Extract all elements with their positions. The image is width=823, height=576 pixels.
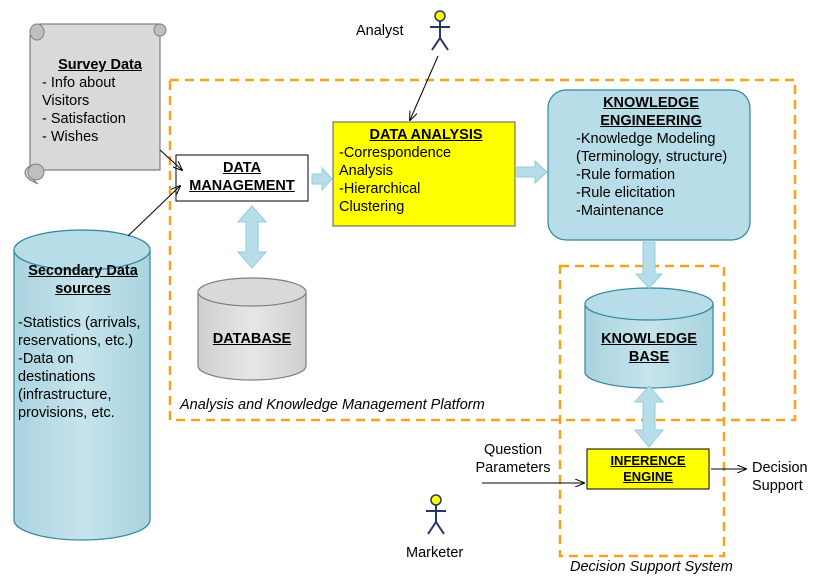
data-management-label: DATA MANAGEMENT [176, 159, 308, 195]
secondary-line: destinations [18, 369, 96, 385]
analyst-figure-icon [430, 10, 450, 51]
secondary-line: reservations, etc.) [18, 333, 134, 349]
question-parameters-label: Question Parameters [470, 441, 556, 477]
data-analysis-label: DATA ANALYSIS -Correspondence Analysis -… [339, 126, 513, 216]
decision-support-line: Decision [752, 460, 808, 476]
question-parameters-line: Parameters [475, 460, 551, 476]
secondary-data-block: Secondary Data sources -Statistics (arri… [18, 262, 148, 422]
database-title: DATABASE [212, 331, 292, 347]
survey-line: - Info about [42, 75, 116, 91]
secondary-line: -Statistics (arrivals, [18, 315, 141, 331]
secondary-line: -Data on [18, 351, 74, 367]
question-parameters-line: Question [483, 442, 543, 458]
survey-line: - Wishes [42, 129, 99, 145]
knowledge-engineering-title: KNOWLEDGE [603, 95, 699, 111]
arrow-ke-to-kb [634, 241, 664, 289]
data-analysis-title: DATA ANALYSIS [369, 127, 483, 143]
knowledge-engineering-line: -Maintenance [576, 203, 664, 219]
knowledge-base-cylinder [584, 287, 714, 389]
data-analysis-box [332, 121, 516, 227]
knowledge-base-title: KNOWLEDGE [601, 331, 697, 347]
knowledge-engineering-box [547, 89, 751, 241]
data-analysis-line: Analysis [339, 163, 393, 179]
knowledge-engineering-line: -Knowledge Modeling [576, 131, 716, 147]
secondary-line: (infrastructure, [18, 387, 112, 403]
arrow-da-to-ke [516, 159, 548, 185]
knowledge-engineering-line: -Rule elicitation [576, 185, 676, 201]
knowledge-engineering-line: -Rule formation [576, 167, 676, 183]
marketer-label: Marketer [406, 545, 464, 561]
secondary-data-title: Secondary Data [28, 263, 138, 279]
survey-line: - Satisfaction [42, 111, 126, 127]
platform-region [168, 78, 797, 422]
decision-support-output-label: Decision Support [752, 459, 808, 495]
line-survey-to-dm [159, 149, 182, 170]
dss-label: Decision Support System [570, 559, 733, 575]
secondary-data-cylinder [13, 229, 151, 541]
arrow-kb-ie [633, 385, 665, 448]
platform-label: Analysis and Knowledge Management Platfo… [180, 397, 485, 413]
knowledge-engineering-title: ENGINEERING [600, 113, 702, 129]
inference-engine-title: ENGINE [623, 469, 673, 484]
inference-engine-label: INFERENCE ENGINE [587, 453, 709, 485]
survey-scroll-shape [24, 23, 167, 185]
survey-line: Visitors [42, 93, 90, 109]
survey-data-block: Survey Data - Info about Visitors - Sati… [42, 56, 158, 146]
inference-engine-box [586, 448, 710, 490]
data-analysis-line: -Correspondence [339, 145, 452, 161]
line-analyst-to-da [410, 55, 439, 120]
survey-data-title: Survey Data [58, 57, 142, 73]
database-cylinder [197, 277, 307, 381]
line-secondary-to-dm [127, 186, 180, 237]
knowledge-engineering-label: KNOWLEDGE ENGINEERING -Knowledge Modelin… [556, 94, 746, 220]
arrow-dm-db [236, 205, 268, 269]
marketer-figure-icon [426, 494, 446, 535]
data-management-box [175, 154, 309, 202]
knowledge-base-title: BASE [628, 349, 670, 365]
decision-support-line: Support [752, 478, 803, 494]
secondary-data-title: sources [55, 281, 111, 297]
dss-region [558, 264, 726, 558]
knowledge-base-label: KNOWLEDGE BASE [585, 330, 713, 366]
secondary-line: provisions, etc. [18, 405, 115, 421]
data-analysis-line: Clustering [339, 199, 405, 215]
inference-engine-title: INFERENCE [610, 453, 686, 468]
knowledge-engineering-line: (Terminology, structure) [576, 149, 728, 165]
data-management-title: DATA [222, 160, 262, 176]
data-analysis-line: -Hierarchical [339, 181, 421, 197]
arrow-dm-to-da [311, 166, 333, 192]
analyst-label: Analyst [356, 23, 404, 39]
data-management-title: MANAGEMENT [189, 178, 295, 194]
